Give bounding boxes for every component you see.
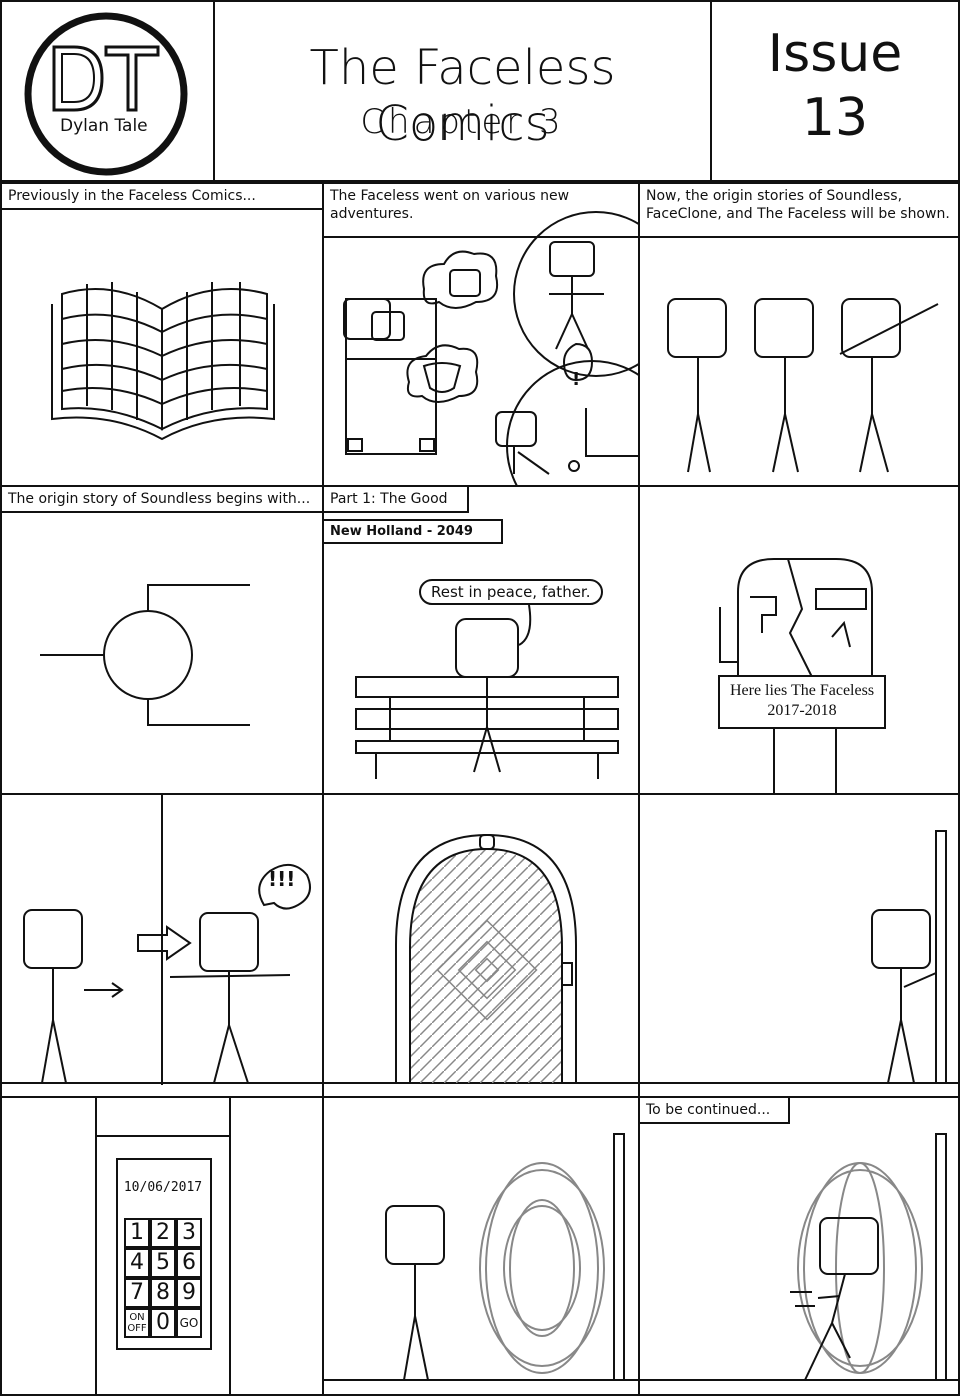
caption-origin-stories: Now, the origin stories of Soundless, Fa… bbox=[640, 184, 958, 238]
panel-part-one: Part 1: The Good New Holland - 2049 Rest… bbox=[322, 485, 640, 795]
speech-bubble: Rest in peace, father. bbox=[419, 579, 603, 605]
location-label: New Holland - 2049 bbox=[324, 519, 503, 544]
key-1[interactable]: 1 bbox=[124, 1218, 150, 1248]
three-characters-icon bbox=[667, 298, 939, 473]
logo-name: Dylan Tale bbox=[60, 116, 148, 136]
exclaim-mark: ! bbox=[572, 369, 581, 390]
caption-part-one: Part 1: The Good bbox=[324, 487, 469, 513]
keypad-display: 10/06/2017 bbox=[123, 1180, 203, 1195]
tombstone-line-2: 2017-2018 bbox=[767, 702, 837, 719]
tombstone-line-1: Here lies The Faceless bbox=[729, 682, 875, 699]
adventures-montage-icon bbox=[343, 211, 638, 485]
key-9[interactable]: 9 bbox=[176, 1278, 202, 1308]
panel-soundless-begins: The origin story of Soundless begins wit… bbox=[0, 485, 324, 795]
panel-vault-door bbox=[322, 793, 640, 1098]
panel-keypad: 10/06/2017 1 2 3 4 5 6 7 8 9 ON OFF 0 GO bbox=[0, 1096, 324, 1396]
panel-previously: Previously in the Faceless Comics... bbox=[0, 182, 324, 487]
open-book-icon bbox=[51, 282, 275, 441]
header-issue-panel: Issue 13 bbox=[710, 0, 960, 182]
issue-label: Issue bbox=[767, 24, 903, 84]
key-7[interactable]: 7 bbox=[124, 1278, 150, 1308]
header-title-panel: The Faceless Comics Chapter 3 bbox=[213, 0, 712, 182]
bench-scene-icon bbox=[355, 604, 619, 779]
flashback-circle-icon bbox=[40, 584, 250, 726]
soundless-at-wall-icon bbox=[640, 830, 958, 1084]
caption-adventures: The Faceless went on various new adventu… bbox=[324, 184, 638, 238]
panel-portal-opens bbox=[322, 1096, 640, 1396]
comic-title: The Faceless Comics bbox=[309, 40, 616, 152]
key-4[interactable]: 4 bbox=[124, 1248, 150, 1278]
key-on-off[interactable]: ON OFF bbox=[124, 1308, 150, 1338]
caption-soundless-begins: The origin story of Soundless begins wit… bbox=[2, 487, 322, 513]
header-logo-panel: Dylan Tale bbox=[0, 0, 215, 182]
key-go[interactable]: GO bbox=[176, 1308, 202, 1338]
panel-at-wall bbox=[638, 793, 960, 1098]
panel-origin-stories: Now, the origin stories of Soundless, Fa… bbox=[638, 182, 960, 487]
key-3[interactable]: 3 bbox=[176, 1218, 202, 1248]
chapter-subtitle: Chapter 3 bbox=[360, 102, 565, 142]
tombstone-icon bbox=[719, 558, 873, 793]
issue-number: 13 bbox=[801, 88, 869, 148]
vault-door-icon bbox=[324, 833, 638, 1084]
keypad-frame-icon bbox=[95, 1098, 231, 1394]
dylan-tale-logo-icon bbox=[24, 12, 188, 176]
exclaim-marks: !!! bbox=[268, 867, 296, 891]
portal-opening-icon bbox=[324, 1133, 638, 1381]
tombstone-plaque: Here lies The Faceless 2017-2018 bbox=[718, 675, 886, 729]
key-0[interactable]: 0 bbox=[150, 1308, 176, 1338]
soundless-walking-icon bbox=[2, 795, 322, 1085]
caption-to-be-continued: To be continued... bbox=[640, 1098, 790, 1124]
keypad-device[interactable]: 10/06/2017 1 2 3 4 5 6 7 8 9 ON OFF 0 GO bbox=[116, 1158, 212, 1350]
panel-soundless-walks: !!! bbox=[0, 793, 324, 1098]
key-6[interactable]: 6 bbox=[176, 1248, 202, 1278]
soundless-enters-portal-icon bbox=[640, 1133, 958, 1381]
key-2[interactable]: 2 bbox=[150, 1218, 176, 1248]
key-8[interactable]: 8 bbox=[150, 1278, 176, 1308]
panel-tombstone: Here lies The Faceless 2017-2018 bbox=[638, 485, 960, 795]
caption-previously: Previously in the Faceless Comics... bbox=[2, 184, 322, 210]
key-5[interactable]: 5 bbox=[150, 1248, 176, 1278]
panel-adventures: The Faceless went on various new adventu… bbox=[322, 182, 640, 487]
panel-to-be-continued: To be continued... bbox=[638, 1096, 960, 1396]
